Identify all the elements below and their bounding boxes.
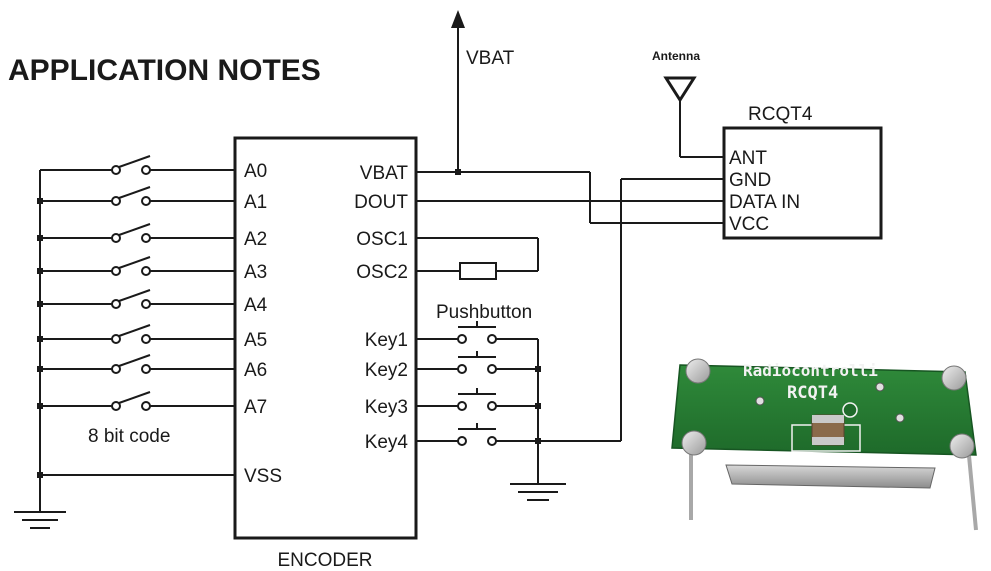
module-wiring	[416, 100, 724, 442]
ground-icon-right	[510, 483, 566, 501]
resistor-icon	[459, 262, 497, 280]
pin-label-a2: A2	[244, 229, 267, 250]
pin-label-key1: Key1	[365, 330, 408, 351]
module-photo: Radiocontrolli RCQT4	[671, 358, 978, 531]
pin-label-a1: A1	[244, 192, 267, 213]
vbat-supply: VBAT	[451, 10, 515, 172]
pin-label-a7: A7	[244, 397, 267, 418]
dip-switch	[37, 354, 235, 374]
encoder-label: ENCODER	[277, 550, 372, 571]
junction-dot	[455, 169, 461, 175]
module-pin-gnd: GND	[729, 170, 771, 191]
pin-label-a3: A3	[244, 262, 267, 283]
dip-switch-array	[37, 155, 235, 411]
arrow-up-icon	[451, 10, 465, 28]
pin-label-a6: A6	[244, 360, 267, 381]
pin-label-osc2: OSC2	[356, 262, 408, 283]
photo-brand-text: Radiocontrolli	[743, 361, 878, 380]
pin-label-osc1: OSC1	[356, 229, 408, 250]
rcqt4-module	[722, 126, 883, 240]
dip-switch	[37, 391, 235, 411]
dip-switch	[37, 324, 235, 344]
pushbutton-switch	[416, 423, 541, 446]
dip-switch	[37, 186, 235, 206]
antenna-label: Antenna	[652, 49, 700, 63]
pin-label-a0: A0	[244, 161, 267, 182]
dip-switch	[37, 256, 235, 276]
module-pin-data-in: DATA IN	[729, 192, 800, 213]
ground-icon-left	[14, 511, 66, 529]
module-name: RCQT4	[748, 104, 813, 125]
pin-label-key3: Key3	[365, 397, 408, 418]
encoder-chip	[233, 136, 418, 540]
code-label: 8 bit code	[88, 426, 170, 447]
pushbutton-switch	[416, 351, 541, 374]
vbat-label: VBAT	[466, 48, 515, 69]
antenna-icon	[663, 76, 697, 103]
pin-label-vss: VSS	[244, 466, 282, 487]
pin-label-vbat: VBAT	[360, 163, 409, 184]
photo-model-text: RCQT4	[787, 383, 838, 403]
oscillator-network	[416, 237, 539, 280]
module-pin-ant: ANT	[729, 148, 767, 169]
pin-label-key2: Key2	[365, 360, 408, 381]
pin-label-dout: DOUT	[354, 192, 408, 213]
dip-switch	[40, 155, 235, 175]
pushbutton-label: Pushbutton	[436, 302, 532, 323]
pushbutton-switch	[416, 321, 538, 344]
pin-label-key4: Key4	[365, 432, 409, 453]
junction-dot	[37, 472, 43, 478]
page-title: APPLICATION NOTES	[8, 54, 321, 87]
dip-switch	[37, 223, 235, 243]
pushbutton-switch	[416, 388, 541, 411]
dip-switch	[37, 289, 235, 309]
pin-label-a4: A4	[244, 295, 268, 316]
module-pin-vcc: VCC	[729, 214, 769, 235]
pin-label-a5: A5	[244, 330, 267, 351]
pushbutton-array	[416, 321, 541, 446]
